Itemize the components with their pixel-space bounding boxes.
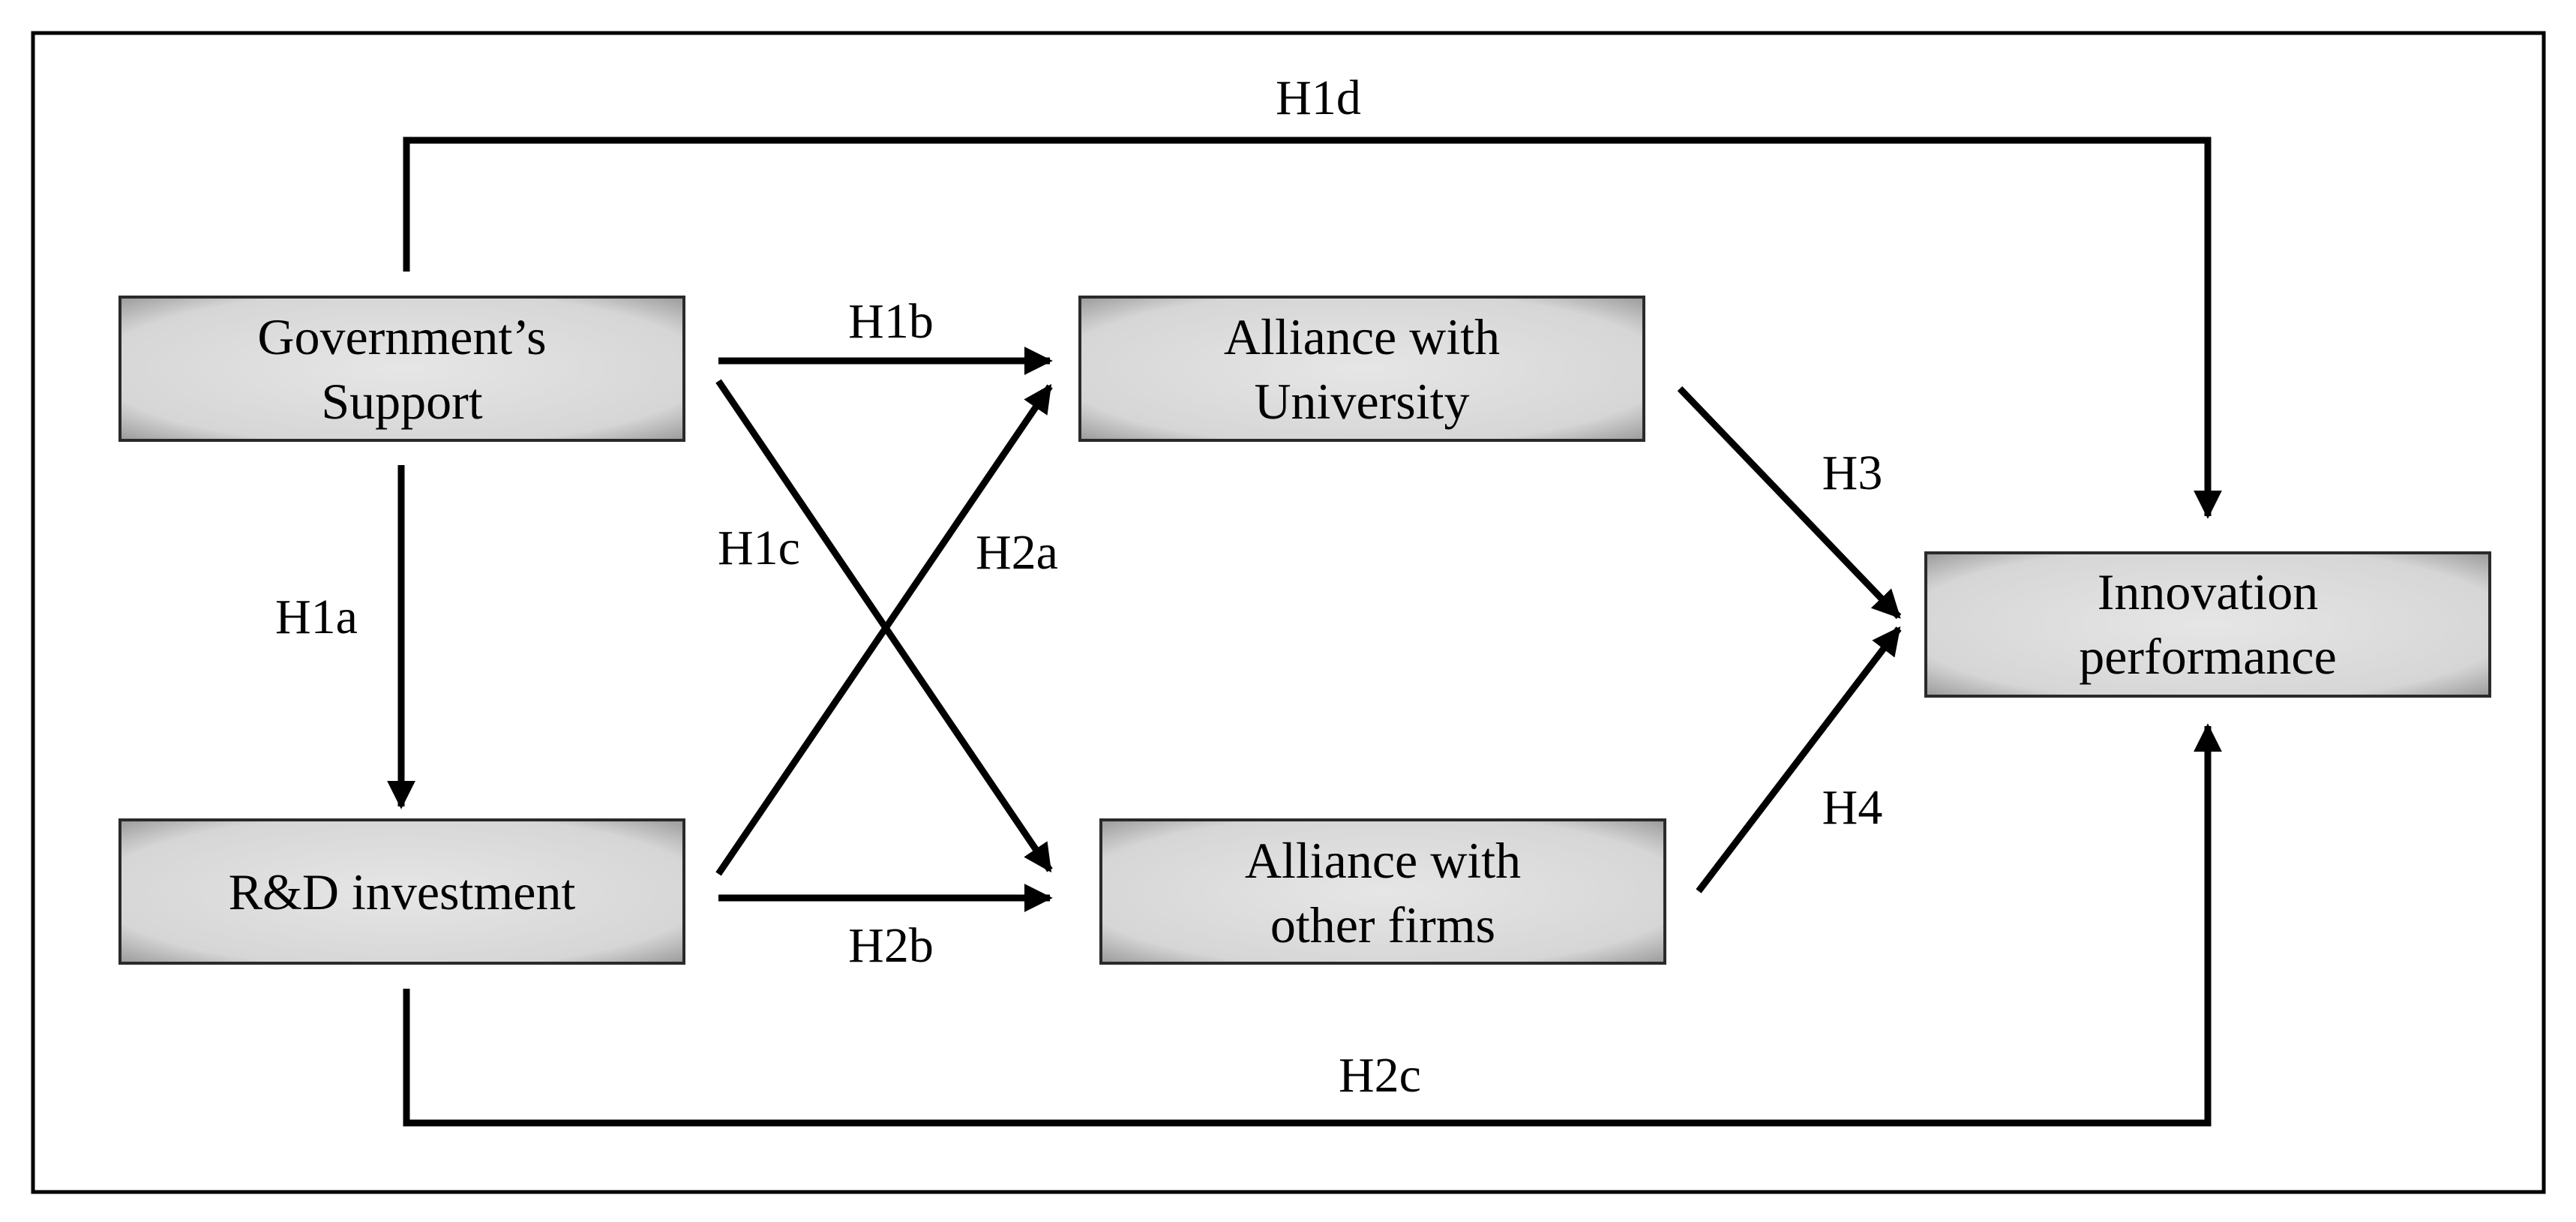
edge-h3 <box>1677 386 1902 620</box>
node-alliance-other-firms-line2: other firms <box>1270 896 1495 953</box>
node-government-support-line1: Government’s <box>257 308 546 365</box>
diagram-frame <box>31 31 2546 1194</box>
node-rd-investment: R&D investment <box>118 818 685 965</box>
edge-label-h2b: H2b <box>848 918 934 973</box>
edge-label-h1b: H1b <box>848 294 934 349</box>
node-innovation-performance-line2: performance <box>2079 628 2337 685</box>
node-alliance-university: Alliance with University <box>1078 296 1645 442</box>
node-innovation-performance-line1: Innovation <box>2098 563 2319 620</box>
edge-label-h2a: H2a <box>976 525 1058 580</box>
node-alliance-other-firms-line1: Alliance with <box>1245 832 1521 889</box>
edge-label-h1d: H1d <box>1276 71 1361 125</box>
node-alliance-university-line2: University <box>1254 373 1469 430</box>
node-rd-investment-label: R&D investment <box>229 863 576 920</box>
node-alliance-other-firms: Alliance with other firms <box>1099 818 1666 965</box>
edge-label-h4: H4 <box>1822 780 1883 835</box>
node-innovation-performance: Innovation performance <box>1924 551 2491 698</box>
node-government-support-line2: Support <box>321 373 482 430</box>
edge-label-h3: H3 <box>1822 446 1883 500</box>
edge-h2a <box>715 383 1053 876</box>
edge-label-h1c: H1c <box>718 521 800 575</box>
node-government-support: Government’s Support <box>118 296 685 442</box>
edge-h1d <box>403 137 2222 519</box>
edge-h2c <box>403 723 2222 1127</box>
node-alliance-university-line1: Alliance with <box>1224 308 1500 365</box>
edge-label-h2c: H2c <box>1339 1048 1421 1103</box>
edge-h4 <box>1696 626 1902 893</box>
edge-label-h1a: H1a <box>275 590 358 644</box>
